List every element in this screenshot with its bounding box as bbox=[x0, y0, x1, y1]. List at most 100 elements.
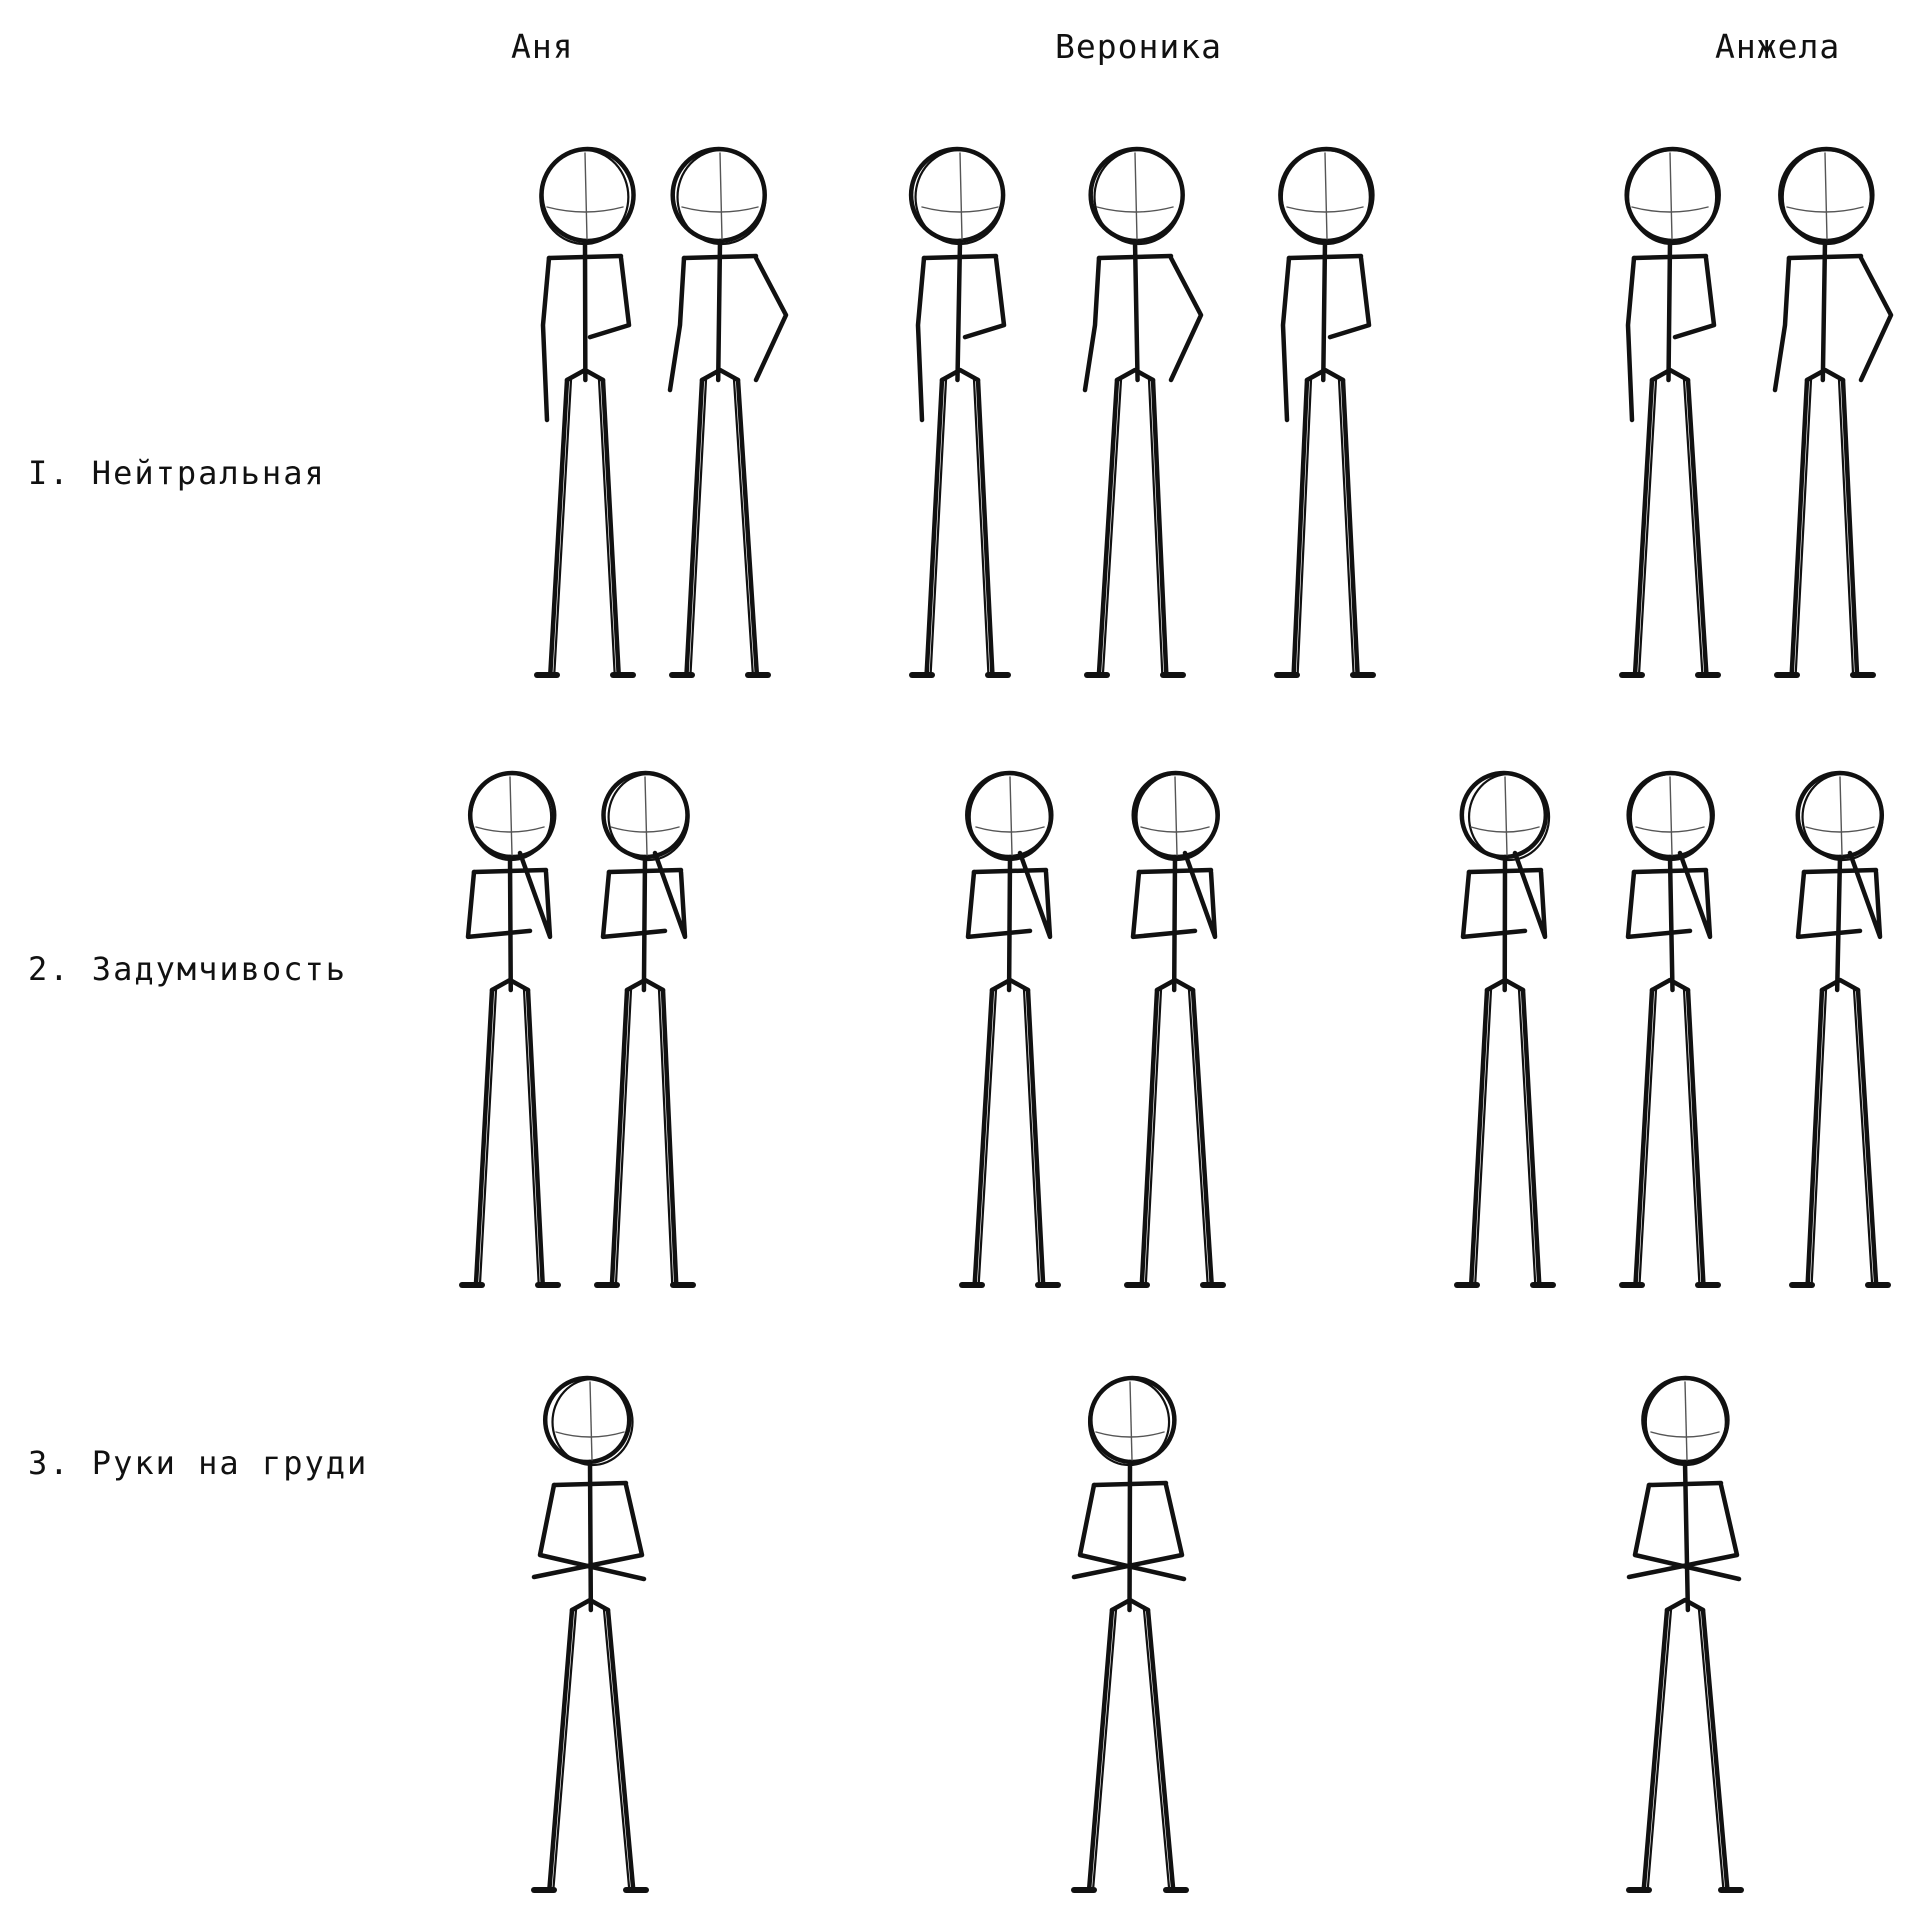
face-guide-horizontal bbox=[546, 206, 624, 213]
figure-leg-left-sketch bbox=[1144, 988, 1163, 1287]
figure-leg-right bbox=[1150, 377, 1169, 678]
face-guide-horizontal bbox=[1635, 826, 1705, 833]
figure-spine bbox=[1171, 854, 1178, 993]
figure-arm-right bbox=[1168, 255, 1204, 383]
face-guide-horizontal bbox=[610, 826, 680, 833]
figure-spine bbox=[587, 1459, 594, 1613]
face-guide-vertical bbox=[1669, 152, 1673, 240]
figure-shoulders bbox=[1646, 1480, 1724, 1488]
figure-leg-right-sketch bbox=[972, 378, 990, 677]
figure-leg-right bbox=[1145, 1607, 1176, 1893]
figure-pelvis bbox=[569, 1597, 611, 1613]
figure-leg-right bbox=[1025, 987, 1046, 1288]
figure-arm-right bbox=[1017, 850, 1053, 940]
stick-figure bbox=[1124, 770, 1226, 1288]
figure-leg-left-sketch bbox=[1794, 378, 1813, 677]
face-guide-vertical bbox=[1009, 776, 1013, 856]
figure-leg-right-sketch bbox=[1697, 1608, 1725, 1892]
figure-leg-left-sketch bbox=[689, 378, 708, 677]
figure-spine bbox=[1132, 238, 1140, 383]
figure-pelvis bbox=[1664, 1597, 1706, 1613]
face-guide-horizontal bbox=[681, 206, 759, 213]
figure-pelvis bbox=[1154, 977, 1196, 993]
figure-pelvis bbox=[989, 977, 1031, 993]
figure-leg-right-sketch bbox=[522, 988, 540, 1287]
figure-shoulders bbox=[971, 867, 1049, 875]
figure-head-sketch bbox=[551, 1377, 634, 1467]
figure-leg-right-sketch bbox=[1142, 1608, 1171, 1892]
figure-pelvis bbox=[1819, 977, 1861, 993]
stick-figures bbox=[459, 146, 1894, 1893]
figure-shoulders bbox=[1091, 1480, 1169, 1488]
figure-arm-left bbox=[1632, 1482, 1742, 1582]
figure-shoulders bbox=[1286, 253, 1364, 261]
figure-leg-left-sketch bbox=[1637, 378, 1658, 677]
face-guide-vertical bbox=[509, 776, 513, 856]
column-label-anzhela: Анжела bbox=[1715, 27, 1840, 66]
figure-leg-right-sketch bbox=[1837, 378, 1855, 677]
column-label-anya: Аня bbox=[511, 27, 574, 66]
face-guide-horizontal bbox=[1095, 1431, 1165, 1438]
figure-arm-left bbox=[1460, 869, 1528, 940]
figure-leg-left bbox=[547, 1607, 575, 1893]
figure-arm-left bbox=[1772, 255, 1792, 393]
face-guide-vertical bbox=[644, 776, 648, 856]
figure-arm-left bbox=[600, 869, 668, 940]
figure-shoulders bbox=[1631, 867, 1709, 875]
column-label-veronika: Вероника bbox=[1055, 27, 1222, 66]
face-guide-vertical bbox=[1669, 776, 1673, 856]
figure-head-sketch bbox=[1801, 772, 1884, 862]
figure-arm-right bbox=[531, 1482, 645, 1580]
figure-leg-right-sketch bbox=[1147, 378, 1164, 677]
face-guide-horizontal bbox=[1786, 206, 1864, 213]
figure-arm-left bbox=[915, 255, 927, 423]
figure-leg-left-sketch bbox=[929, 378, 948, 677]
figure-head-sketch bbox=[1467, 772, 1551, 862]
figure-arm-left bbox=[1280, 255, 1292, 423]
face-guide-vertical bbox=[1824, 152, 1828, 240]
face-guide-horizontal bbox=[1650, 1431, 1720, 1438]
figure-leg-right bbox=[735, 377, 760, 678]
face-guide-horizontal bbox=[921, 206, 999, 213]
figure-leg-left bbox=[473, 987, 495, 1288]
face-guide-vertical bbox=[1324, 152, 1328, 240]
figure-head-sketch bbox=[914, 148, 1005, 246]
figure-leg-left-sketch bbox=[614, 988, 633, 1287]
figure-arm-left bbox=[1795, 869, 1863, 940]
stick-figure bbox=[1071, 1375, 1189, 1893]
stick-figure bbox=[1619, 146, 1721, 678]
face-guide-vertical bbox=[1134, 152, 1138, 240]
figure-shoulders bbox=[546, 253, 624, 261]
figure-spine bbox=[955, 238, 963, 383]
figure-leg-left-sketch bbox=[977, 988, 998, 1287]
figure-leg-left bbox=[1633, 987, 1655, 1288]
stick-figure bbox=[1619, 770, 1721, 1288]
figure-leg-left bbox=[1086, 1607, 1115, 1893]
figure-shoulders bbox=[551, 1480, 629, 1488]
figure-arm-right bbox=[1071, 1482, 1185, 1580]
figure-pelvis bbox=[1649, 367, 1691, 383]
row-label-thoughtful: 2. Задумчивость bbox=[28, 950, 347, 988]
figure-spine bbox=[1006, 854, 1013, 993]
figure-head bbox=[542, 1375, 632, 1465]
figure-leg-right bbox=[1340, 377, 1360, 678]
figure-leg-right-sketch bbox=[657, 988, 674, 1287]
figure-leg-right-sketch bbox=[1022, 988, 1041, 1287]
figure-head-sketch bbox=[607, 772, 690, 862]
figure-leg-right bbox=[600, 377, 621, 678]
face-guide-vertical bbox=[584, 152, 588, 240]
face-guide-horizontal bbox=[975, 826, 1045, 833]
figure-leg-left-sketch bbox=[552, 1608, 578, 1892]
face-guide-vertical bbox=[1504, 776, 1508, 856]
figure-head-sketch bbox=[1093, 148, 1184, 246]
face-guide-vertical bbox=[719, 152, 723, 240]
figure-leg-left bbox=[924, 377, 945, 678]
figure-spine bbox=[1666, 238, 1673, 383]
figure-leg-left-sketch bbox=[1646, 1608, 1673, 1892]
figure-leg-left-sketch bbox=[1101, 378, 1123, 677]
figure-arm-right bbox=[753, 255, 789, 383]
face-guide-horizontal bbox=[1805, 826, 1875, 833]
figure-arm-left bbox=[465, 869, 533, 940]
stick-figure bbox=[1772, 146, 1894, 678]
